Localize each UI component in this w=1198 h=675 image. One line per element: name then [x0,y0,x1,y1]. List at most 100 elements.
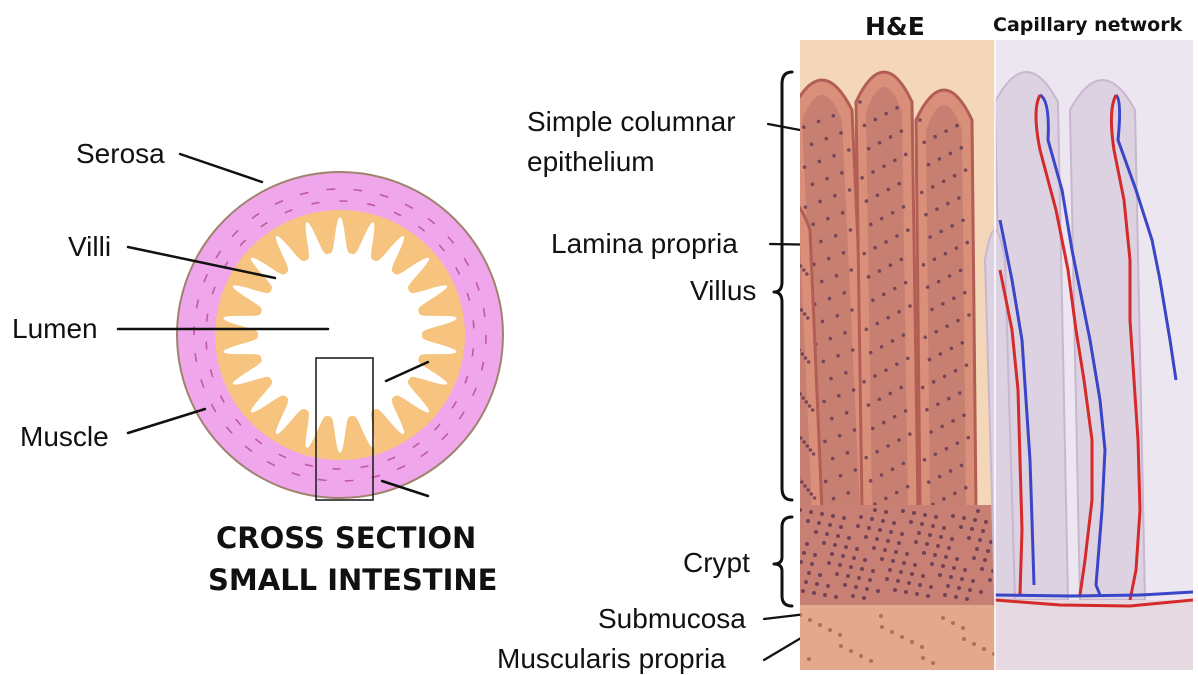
he-nucleus [869,351,873,355]
he-nucleus [850,308,854,312]
he-crypt-nucleus [809,510,813,514]
he-nucleus [801,396,805,400]
he-crypt-nucleus [913,563,917,567]
he-crypt-nucleus [934,515,938,519]
he-crypt-nucleus [857,576,861,580]
he-nucleus [931,185,935,189]
he-nucleus [878,141,882,145]
capillary-panel-base [995,600,1193,670]
he-muscle-nucleus [972,642,976,646]
he-nucleus [957,196,961,200]
he-nucleus [959,269,963,273]
he-nucleus [832,154,836,158]
he-crypt-nucleus [892,521,896,525]
he-nucleus [882,293,886,297]
he-nucleus [843,331,847,335]
he-nucleus [824,480,828,484]
he-nucleus [818,200,822,204]
he-nucleus [926,285,930,289]
he-nucleus [867,275,871,279]
he-crypt-nucleus [984,520,988,524]
he-nucleus [803,165,807,169]
he-muscle-nucleus [962,637,966,641]
he-crypt-nucleus [902,561,906,565]
he-nucleus [954,369,958,373]
he-nucleus [963,291,967,295]
he-nucleus [819,240,823,244]
he-nucleus [936,402,940,406]
he-muscle-nucleus [900,635,904,639]
he-crypt-nucleus [914,540,918,544]
he-nucleus [839,131,843,135]
he-crypt-nucleus [839,525,843,529]
he-nucleus [922,263,926,267]
he-nucleus [802,440,806,444]
he-nucleus [884,240,888,244]
he-crypt-nucleus [981,529,985,533]
he-nucleus [937,280,941,284]
he-nucleus [880,345,884,349]
he-crypt-nucleus [831,514,835,518]
he-crypt-nucleus [849,565,853,569]
he-muscle-nucleus [921,656,925,660]
he-submucosa-muscle [800,605,995,670]
he-nucleus [958,391,962,395]
he-crypt-nucleus [926,594,930,598]
he-nucleus [897,310,901,314]
he-crypt-nucleus [854,585,858,589]
he-crypt-nucleus [805,542,809,546]
he-nucleus [920,191,924,195]
he-nucleus [817,120,821,124]
he-nucleus [945,447,949,451]
he-nucleus [952,296,956,300]
he-nucleus [948,274,952,278]
he-crypt-nucleus [938,573,942,577]
he-nucleus [831,457,835,461]
he-nucleus [804,205,808,209]
he-nucleus [946,202,950,206]
he-nucleus [964,168,968,172]
he-crypt-nucleus [979,590,983,594]
he-nucleus [924,213,928,217]
he-nucleus [928,235,932,239]
he-nucleus [871,298,875,302]
he-nucleus [891,339,895,343]
he-crypt-nucleus [823,593,827,597]
he-nucleus [965,363,969,367]
he-muscle-nucleus [838,633,842,637]
he-crypt-nucleus [955,557,959,561]
he-nucleus [904,409,908,413]
he-crypt-nucleus [835,572,839,576]
he-crypt-nucleus [843,583,847,587]
he-crypt-nucleus [880,557,884,561]
he-nucleus [809,448,813,452]
he-crypt-nucleus [878,528,882,532]
he-crypt-nucleus [943,593,947,597]
he-nucleus [908,432,912,436]
he-crypt-nucleus [917,531,921,535]
he-nucleus [806,316,810,320]
he-crypt-nucleus [978,538,982,542]
he-nucleus [812,452,816,456]
he-muscle-nucleus [910,640,914,644]
he-nucleus [800,480,804,484]
he-crypt-nucleus [920,522,924,526]
he-nucleus [862,380,866,384]
he-nucleus [906,357,910,361]
he-crypt-nucleus [872,546,876,550]
he-nucleus [927,480,931,484]
he-nucleus [875,450,879,454]
he-nucleus [853,428,857,432]
he-crypt-nucleus [827,561,831,565]
he-crypt-nucleus [847,536,851,540]
he-nucleus [935,207,939,211]
he-crypt-nucleus [851,594,855,598]
he-crypt-nucleus [886,539,890,543]
he-crypt-nucleus [950,537,954,541]
he-nucleus [831,114,835,118]
he-crypt-nucleus [856,524,860,528]
he-crypt-nucleus [897,541,901,545]
he-nucleus [851,348,855,352]
he-nucleus [956,441,960,445]
he-crypt-nucleus [986,549,990,553]
